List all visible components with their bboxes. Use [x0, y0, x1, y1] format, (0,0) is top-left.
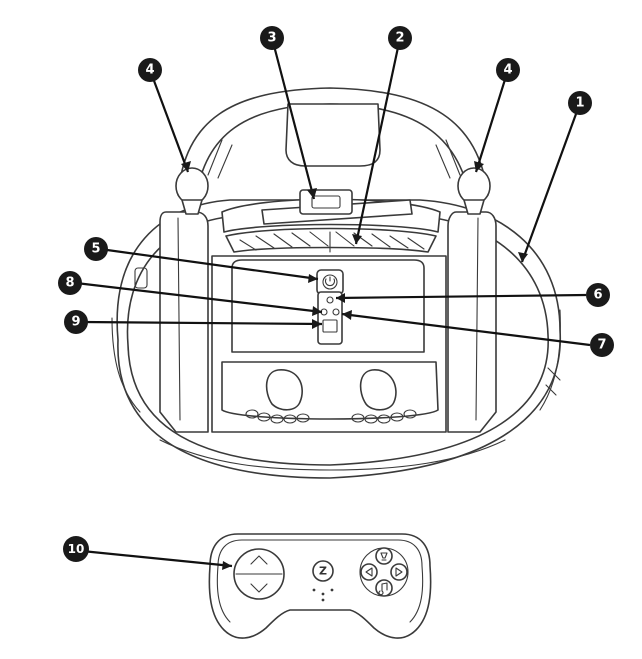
- logo-badge: [312, 560, 334, 582]
- callout-label: 8: [65, 276, 74, 291]
- leader-7: [341, 312, 591, 347]
- callout-label: 6: [593, 288, 602, 303]
- right-button: [390, 563, 408, 581]
- leader-10: [81, 549, 233, 568]
- right-pillar-knob: [457, 167, 491, 205]
- leader-1: [520, 102, 582, 263]
- bumper-right-curve: [539, 309, 561, 411]
- leader-8: [75, 281, 323, 314]
- music-icon: [378, 582, 388, 596]
- horn-button: [375, 547, 393, 565]
- control-panel-area: [231, 259, 425, 353]
- roll-bar-outer: [177, 87, 489, 196]
- up-arrow-icon: [250, 555, 268, 565]
- leader-lines: [75, 37, 591, 570]
- control-plate: [317, 291, 343, 345]
- right-pillar: [447, 167, 497, 433]
- speaker-dot: [330, 588, 334, 592]
- leader-9: [81, 320, 323, 326]
- callout-3: 3: [260, 26, 284, 50]
- power-button-housing: [316, 269, 344, 295]
- speaker-dot: [321, 592, 325, 596]
- leader-6: [335, 293, 587, 300]
- callout-label: 10: [68, 542, 85, 556]
- logo-text: Z: [319, 565, 327, 578]
- seat: [221, 189, 441, 253]
- right-arrow-icon: [395, 567, 403, 577]
- down-arrow-icon: [250, 583, 268, 593]
- callout-7: 7: [590, 333, 614, 357]
- callout-5: 5: [84, 237, 108, 261]
- callout-label: 1: [575, 96, 584, 111]
- speaker-dot: [321, 598, 325, 602]
- callout-6: 6: [586, 283, 610, 307]
- left-button: [360, 563, 378, 581]
- callout-1: 1: [568, 91, 592, 115]
- footwell: [211, 255, 447, 433]
- callout-4-right: 4: [496, 58, 520, 82]
- speaker-dot: [312, 588, 316, 592]
- leader-2: [354, 37, 402, 245]
- leader-4-left: [148, 69, 190, 173]
- callout-8: 8: [58, 271, 82, 295]
- bumper-bottom-line: [159, 439, 506, 471]
- callout-10: 10: [63, 536, 89, 562]
- socket-right: [332, 308, 340, 316]
- left-footprint: [265, 369, 303, 411]
- leader-3: [270, 37, 316, 200]
- left-toe-dots: [245, 409, 310, 424]
- callout-label: 5: [91, 242, 100, 257]
- control-cluster: [316, 269, 344, 345]
- bumper-left-curve: [111, 317, 141, 413]
- roll-bar: [177, 87, 489, 199]
- roll-bar-left-hatch: [207, 139, 233, 179]
- callout-label: 9: [71, 315, 80, 330]
- power-icon: [324, 276, 336, 287]
- left-pillar-knob: [175, 167, 209, 205]
- headrest: [285, 103, 381, 167]
- seat-cushion-hatching: [239, 231, 425, 253]
- footwell-outline: [211, 255, 447, 433]
- seat-belt-buckle-slot: [311, 195, 341, 209]
- footrest-plate: [221, 361, 439, 420]
- callout-4-left: 4: [138, 58, 162, 82]
- right-footprint: [359, 369, 397, 411]
- seat-belt-buckle: [299, 189, 353, 215]
- leader-4-right: [474, 69, 510, 173]
- indicator-light: [326, 296, 334, 304]
- power-button: [322, 274, 338, 290]
- right-toe-dots: [351, 409, 417, 424]
- seat-cushion: [225, 227, 437, 253]
- music-button: [375, 579, 393, 597]
- callout-label: 7: [597, 338, 606, 353]
- callout-label: 3: [267, 31, 276, 46]
- callout-label: 4: [145, 63, 154, 78]
- horn-icon: [380, 552, 388, 561]
- remote-inner-edge: [241, 539, 424, 623]
- leader-5: [99, 247, 319, 281]
- roll-bar-right-hatch: [435, 139, 461, 179]
- callout-label: 2: [395, 31, 404, 46]
- left-arrow-icon: [365, 567, 373, 577]
- left-vent: [134, 267, 148, 289]
- remote-control: Z: [208, 533, 432, 639]
- callout-label: 4: [503, 63, 512, 78]
- callout-2: 2: [388, 26, 412, 50]
- callout-9: 9: [64, 310, 88, 334]
- right-vent-lines: [545, 367, 561, 396]
- charge-port: [322, 319, 338, 333]
